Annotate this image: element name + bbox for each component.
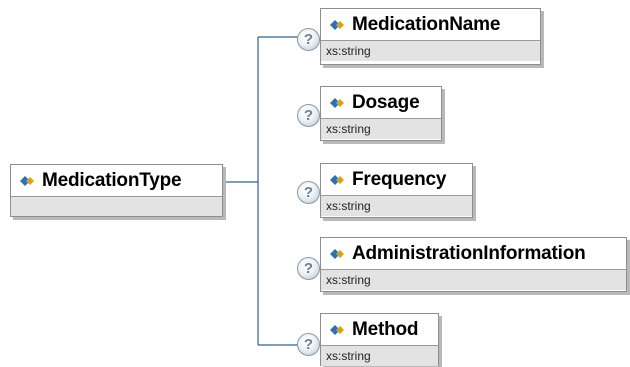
element-icon: [330, 248, 344, 259]
child-element-type: xs:string: [321, 40, 540, 61]
optional-occurrence-icon[interactable]: ?: [297, 104, 320, 127]
optional-occurrence-icon[interactable]: ?: [297, 28, 320, 51]
element-icon: [330, 174, 344, 185]
optional-occurrence-icon[interactable]: ?: [297, 181, 320, 204]
child-element-type: xs:string: [321, 269, 626, 290]
child-element-type: xs:string: [321, 345, 438, 366]
child-element-node[interactable]: Method xs:string: [320, 313, 439, 366]
child-element-type: xs:string: [321, 118, 441, 139]
element-icon: [330, 97, 344, 108]
child-element-name: Dosage: [352, 91, 420, 113]
root-element-name: MedicationType: [42, 169, 182, 191]
root-element-node[interactable]: MedicationType: [10, 164, 223, 217]
child-element-name: Method: [352, 318, 419, 340]
child-element-node[interactable]: AdministrationInformation xs:string: [320, 237, 627, 292]
root-element-type-band: [11, 196, 222, 216]
optional-occurrence-icon[interactable]: ?: [297, 333, 320, 356]
optional-occurrence-icon[interactable]: ?: [297, 257, 320, 280]
child-element-node[interactable]: Frequency xs:string: [320, 163, 473, 218]
child-element-node[interactable]: Dosage xs:string: [320, 86, 442, 141]
element-icon: [330, 324, 344, 335]
child-element-name: Frequency: [352, 168, 447, 190]
child-element-node[interactable]: MedicationName xs:string: [320, 8, 541, 65]
child-element-type: xs:string: [321, 195, 472, 216]
element-icon: [20, 175, 34, 186]
child-element-name: AdministrationInformation: [352, 242, 586, 264]
child-element-name: MedicationName: [352, 13, 501, 35]
element-icon: [330, 19, 344, 30]
